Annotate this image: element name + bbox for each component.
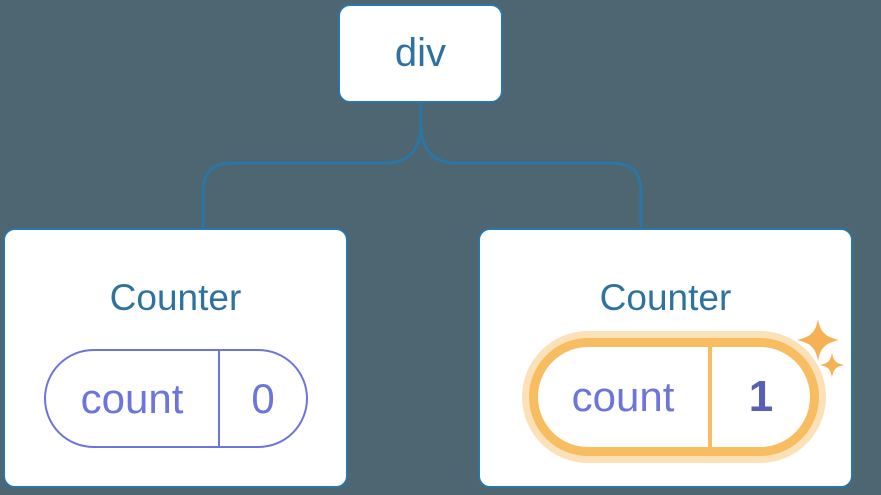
state-value-label: 0 <box>251 374 275 422</box>
counter-title: Counter <box>599 277 732 318</box>
state-pill-highlighted: count 1 <box>529 338 819 456</box>
counter-title: Counter <box>109 277 242 318</box>
counter-card-first: Counter count 0 <box>3 228 348 488</box>
state-pill: count 0 <box>44 349 308 448</box>
sparkles <box>797 319 845 378</box>
sparkle-icon-small <box>819 352 845 378</box>
connector-branch-right <box>419 103 643 229</box>
counter-card-second: Counter count 1 <box>478 228 853 488</box>
state-key-label: count <box>571 373 675 420</box>
root-node-label: div <box>394 31 447 75</box>
state-value-label: 1 <box>748 372 774 421</box>
state-value-cell: 1 <box>712 347 810 447</box>
state-key-cell: count <box>538 347 712 447</box>
state-value-cell: 0 <box>220 351 306 446</box>
root-node: div <box>338 4 503 103</box>
state-key-cell: count <box>46 351 220 446</box>
sparkle-icon-large <box>797 319 839 361</box>
state-key-label: count <box>80 374 184 422</box>
connector-branch-left <box>201 103 423 229</box>
